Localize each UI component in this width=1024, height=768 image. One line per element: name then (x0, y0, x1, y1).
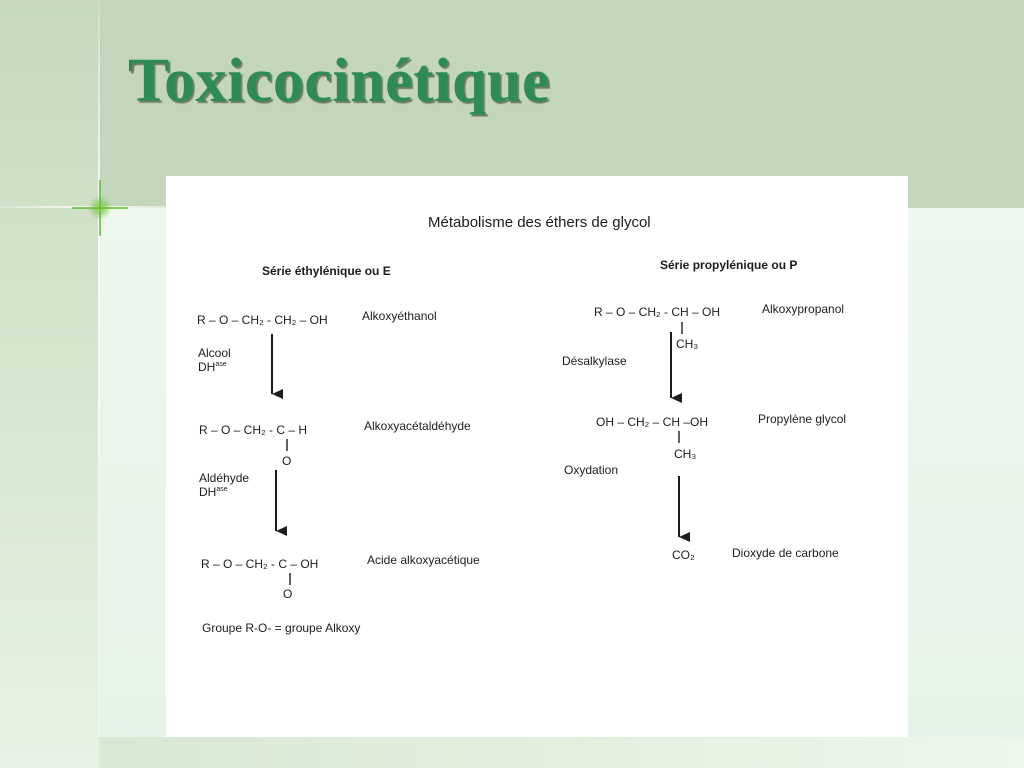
propylene-enzyme2: Oxydation (564, 463, 618, 477)
propylene-compound1-methyl: CH₃ (676, 337, 698, 351)
propylene-enzyme1: Désalkylase (562, 354, 627, 368)
ethylene-compound1-formula: R – O – CH₂ - CH₂ – OH (197, 313, 328, 327)
ethylene-enzyme1-line2: DHase (198, 360, 227, 374)
propylene-compound3-name: Dioxyde de carbone (732, 546, 839, 560)
propylene-compound1-name: Alkoxypropanol (762, 302, 844, 316)
figure-footnote: Groupe R-O- = groupe Alkoxy (202, 621, 360, 635)
slide-bottom-gradient (98, 737, 1024, 768)
ethylene-compound1-name: Alkoxyéthanol (362, 309, 437, 323)
ethylene-enzyme2-line2: DHase (199, 485, 228, 499)
ethylene-compound2-name: Alkoxyacétaldéhyde (364, 419, 471, 433)
ethylene-enzyme1-base: DH (198, 360, 215, 374)
propylene-compound2-formula: OH – CH₂ – CH –OH (596, 415, 708, 429)
ethylene-enzyme2-base: DH (199, 485, 216, 499)
ethylene-enzyme1-sup: ase (215, 361, 226, 368)
propylene-compound2-methyl: CH₃ (674, 447, 696, 461)
ethylene-enzyme2-line1: Aldéhyde (199, 471, 249, 485)
propylene-series-header: Série propylénique ou P (660, 258, 797, 272)
propylene-compound1-formula: R – O – CH₂ - CH – OH (594, 305, 720, 319)
metabolism-figure: Métabolisme des éthers de glycol Série é… (166, 176, 908, 737)
propylene-compound3-formula: CO₂ (672, 548, 695, 562)
propylene-compound2-name: Propylène glycol (758, 412, 846, 426)
ethylene-compound3-oxygen: O (283, 587, 292, 601)
figure-title: Métabolisme des éthers de glycol (428, 214, 651, 231)
slide-title: Toxicocinétique (128, 47, 551, 115)
slide-background-left (0, 0, 98, 768)
ethylene-compound3-name: Acide alkoxyacétique (367, 553, 480, 567)
ethylene-compound2-formula: R – O – CH₂ - C – H (199, 423, 307, 437)
metabolism-diagram: Métabolisme des éthers de glycol Série é… (197, 214, 846, 635)
decorative-vertical-line (98, 0, 100, 768)
slide-title-band (98, 0, 1024, 208)
sparkle-icon (72, 180, 128, 236)
ethylene-series-header: Série éthylénique ou E (262, 264, 391, 278)
ethylene-enzyme1-line1: Alcool (198, 346, 231, 360)
ethylene-compound2-oxygen: O (282, 454, 291, 468)
ethylene-compound3-formula: R – O – CH₂ - C – OH (201, 557, 318, 571)
ethylene-enzyme2-sup: ase (216, 486, 227, 493)
